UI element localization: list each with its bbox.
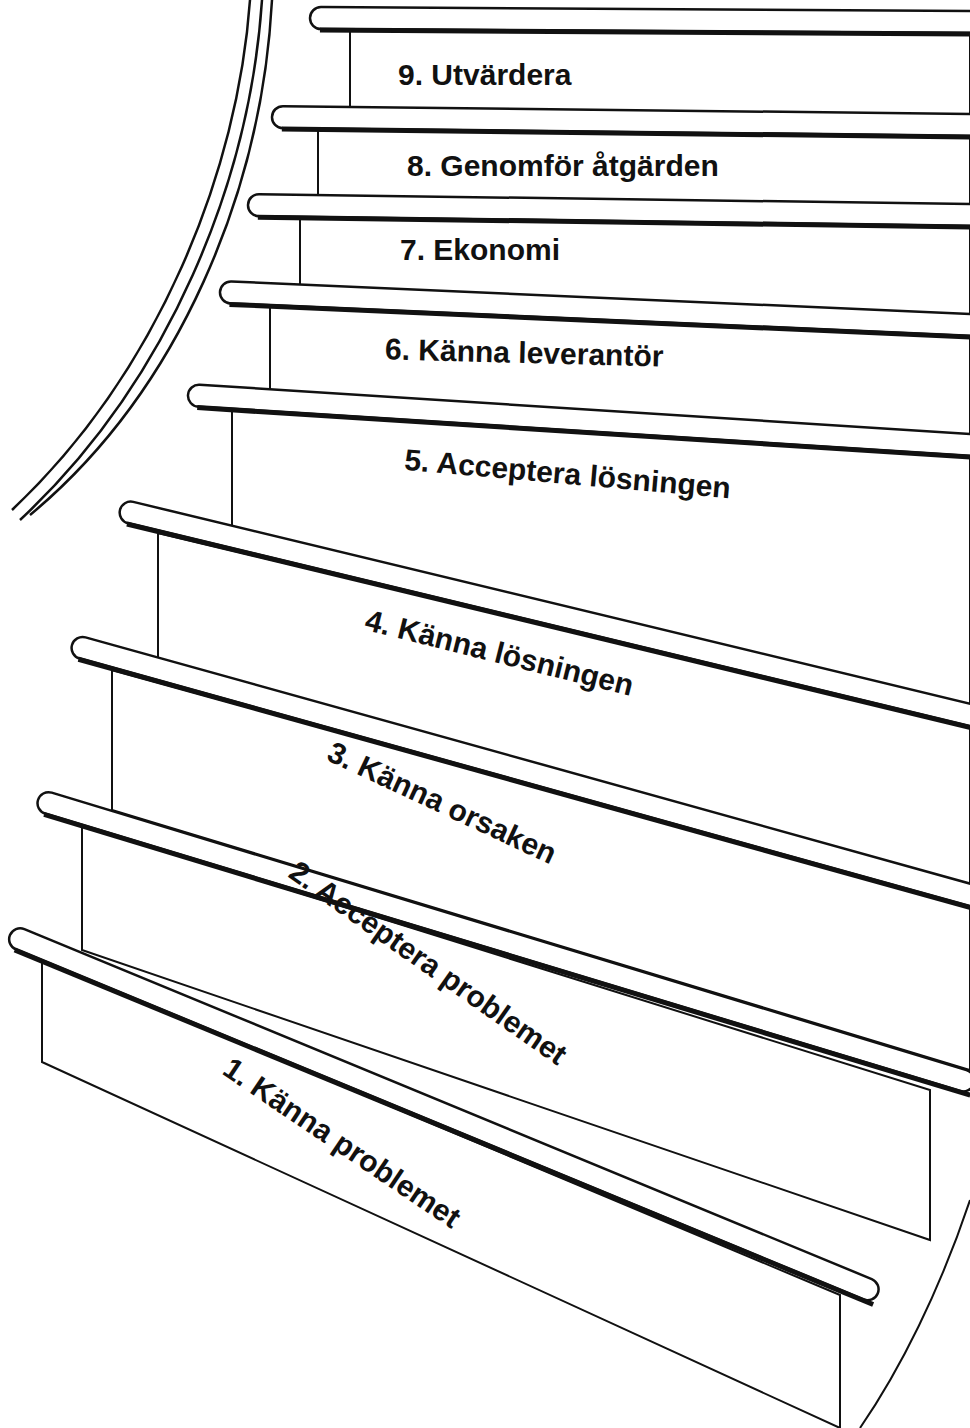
tread-shadow (258, 217, 970, 227)
tread-nosing (272, 106, 970, 136)
stair-step: 8. Genomför åtgärden (401, 147, 725, 184)
step-label: 9. Utvärdera (398, 58, 571, 91)
stair-tread (219, 281, 970, 338)
stair-riser (42, 960, 840, 1428)
stair-step: 9. Utvärdera (392, 56, 577, 93)
step-label: 6. Känna leverantör (385, 332, 664, 372)
step-label: 7. Ekonomi (400, 233, 560, 266)
step-label: 8. Genomför åtgärden (407, 149, 719, 182)
tread-nosing (220, 281, 970, 337)
stair-tread (272, 106, 970, 137)
tread-shadow (282, 129, 970, 137)
tread-nosing (310, 7, 970, 33)
stair-tread (187, 384, 970, 459)
tread-nosing (187, 384, 970, 458)
tread-shadow (320, 30, 970, 34)
tread-shadow (229, 304, 970, 338)
stair-tread (310, 7, 970, 34)
stair-step: 7. Ekonomi (394, 231, 566, 268)
stair-curve (860, 1200, 970, 1428)
stair-step: 6. Känna leverantör (379, 330, 670, 375)
tread-nosing (248, 194, 970, 226)
steps (5, 7, 970, 1428)
tread-shadow (197, 408, 970, 459)
stair-tread (248, 194, 970, 227)
tread-shadow (15, 950, 873, 1305)
